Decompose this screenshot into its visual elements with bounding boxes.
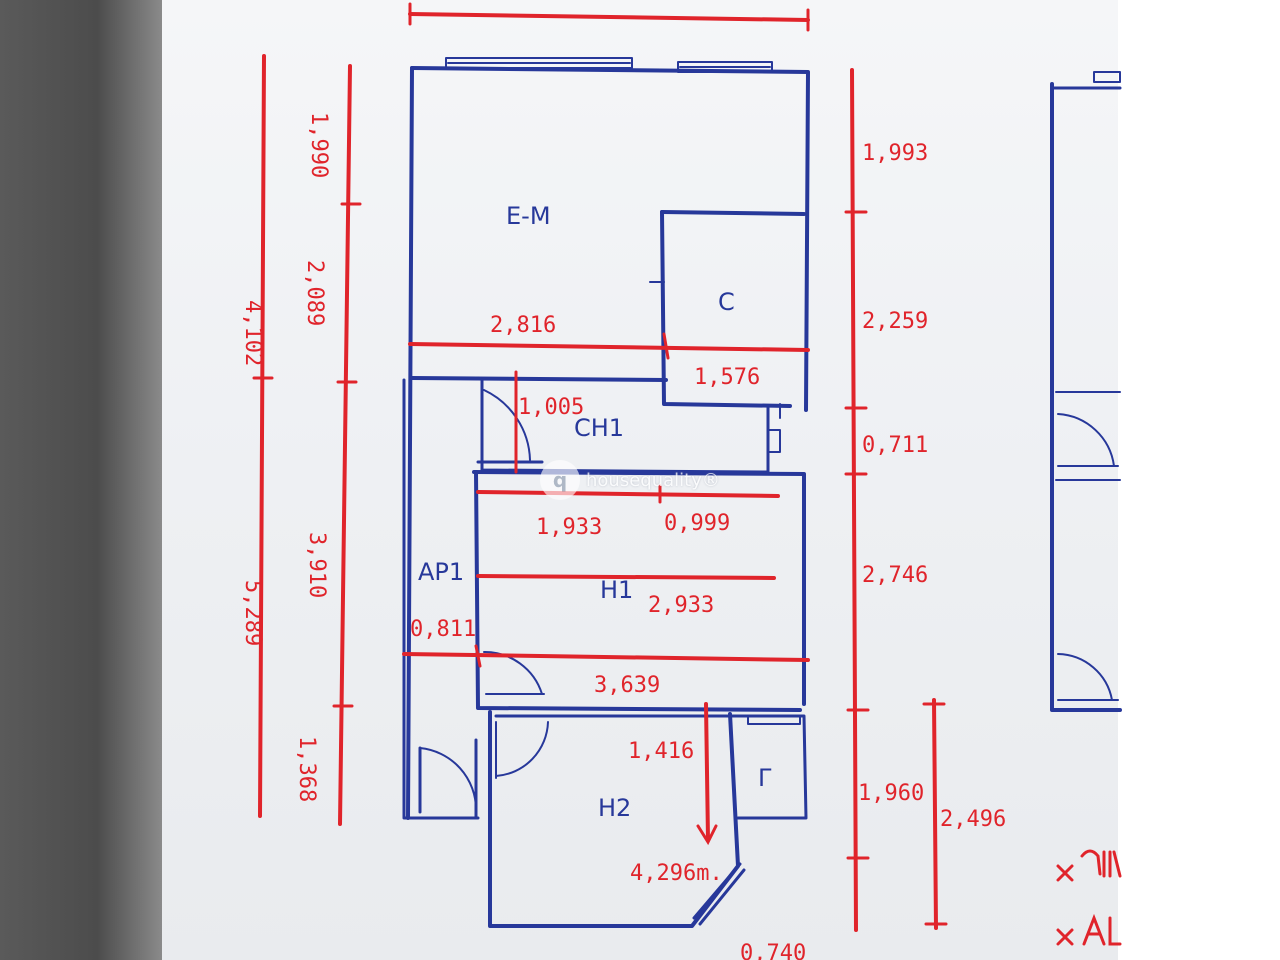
door-arc-h2 <box>495 721 549 777</box>
dim-right-e: 1,960 <box>858 781 924 806</box>
watermark-brand: housequality® <box>586 469 720 491</box>
wall-c-top <box>660 210 806 216</box>
room-labels: E-M C CH1 H1 AP1 H2 Γ <box>418 202 772 822</box>
dim-right-b: 2,259 <box>862 309 928 334</box>
dim-ch1-height: 1,005 <box>518 395 584 420</box>
wall-top-right <box>410 66 810 412</box>
window-diagonal <box>692 862 746 926</box>
room-label-em: E-M <box>506 202 551 230</box>
dimension-lines <box>252 2 948 932</box>
wall-em-bottom <box>410 376 668 382</box>
paper-sheet <box>162 0 1118 960</box>
dim-right-f: 2,496 <box>940 807 1006 832</box>
dim-h1-width: 2,933 <box>648 593 714 618</box>
wall-h1-right <box>472 470 806 706</box>
dim-corridor-width: 3,639 <box>594 673 660 698</box>
watermark: q housequality® <box>540 458 740 502</box>
dim-row-b: 0,999 <box>664 511 730 536</box>
dim-left-c: 3,910 <box>304 532 329 598</box>
dim-left-d: 1,368 <box>294 736 319 802</box>
dim-left-b: 2,089 <box>302 260 327 326</box>
wall-left-outer <box>406 66 414 820</box>
dim-right-c: 0,711 <box>862 433 928 458</box>
dim-ap1-width: 0,811 <box>410 617 476 642</box>
window-top-right <box>677 61 773 73</box>
dim-bottom-right: 0,740 <box>740 941 806 960</box>
dim-left-total: 4,102 <box>240 300 265 366</box>
walls <box>402 57 1122 928</box>
dim-left-a: 1,990 <box>306 112 331 178</box>
dim-em-width: 2,816 <box>490 313 556 338</box>
dim-c-width: 1,576 <box>694 365 760 390</box>
window-top-left <box>445 57 633 69</box>
dim-row-a: 1,933 <box>536 515 602 540</box>
wall-h2 <box>488 710 740 928</box>
dimension-labels: 4,102 5,289 1,990 2,089 3,910 1,368 1,99… <box>240 112 1006 960</box>
door-arc-h1 <box>483 650 543 695</box>
room-label-c: C <box>718 288 735 316</box>
room-label-ap1: AP1 <box>418 558 464 586</box>
dim-h2-area: 4,296m. <box>630 861 723 886</box>
dim-left-total2: 5,289 <box>240 580 265 646</box>
photo-background-right <box>1118 0 1280 960</box>
door-arc-ap1 <box>419 747 478 811</box>
room-label-h1: H1 <box>600 576 633 604</box>
wall-h1-left <box>474 470 802 712</box>
wall-c-left <box>660 210 792 408</box>
room-label-ch1: CH1 <box>574 414 624 442</box>
wall-left-inner <box>402 378 480 820</box>
room-label-closet: Γ <box>758 764 772 792</box>
watermark-logo-icon: q <box>540 460 580 500</box>
dim-right-a: 1,993 <box>862 141 928 166</box>
dim-right-d: 2,746 <box>862 563 928 588</box>
side-notes <box>1056 849 1122 946</box>
photo-background-left <box>0 0 162 960</box>
dim-h2-depth: 1,416 <box>628 739 694 764</box>
wall-next-plan <box>1050 82 1122 712</box>
room-label-h2: H2 <box>598 794 631 822</box>
